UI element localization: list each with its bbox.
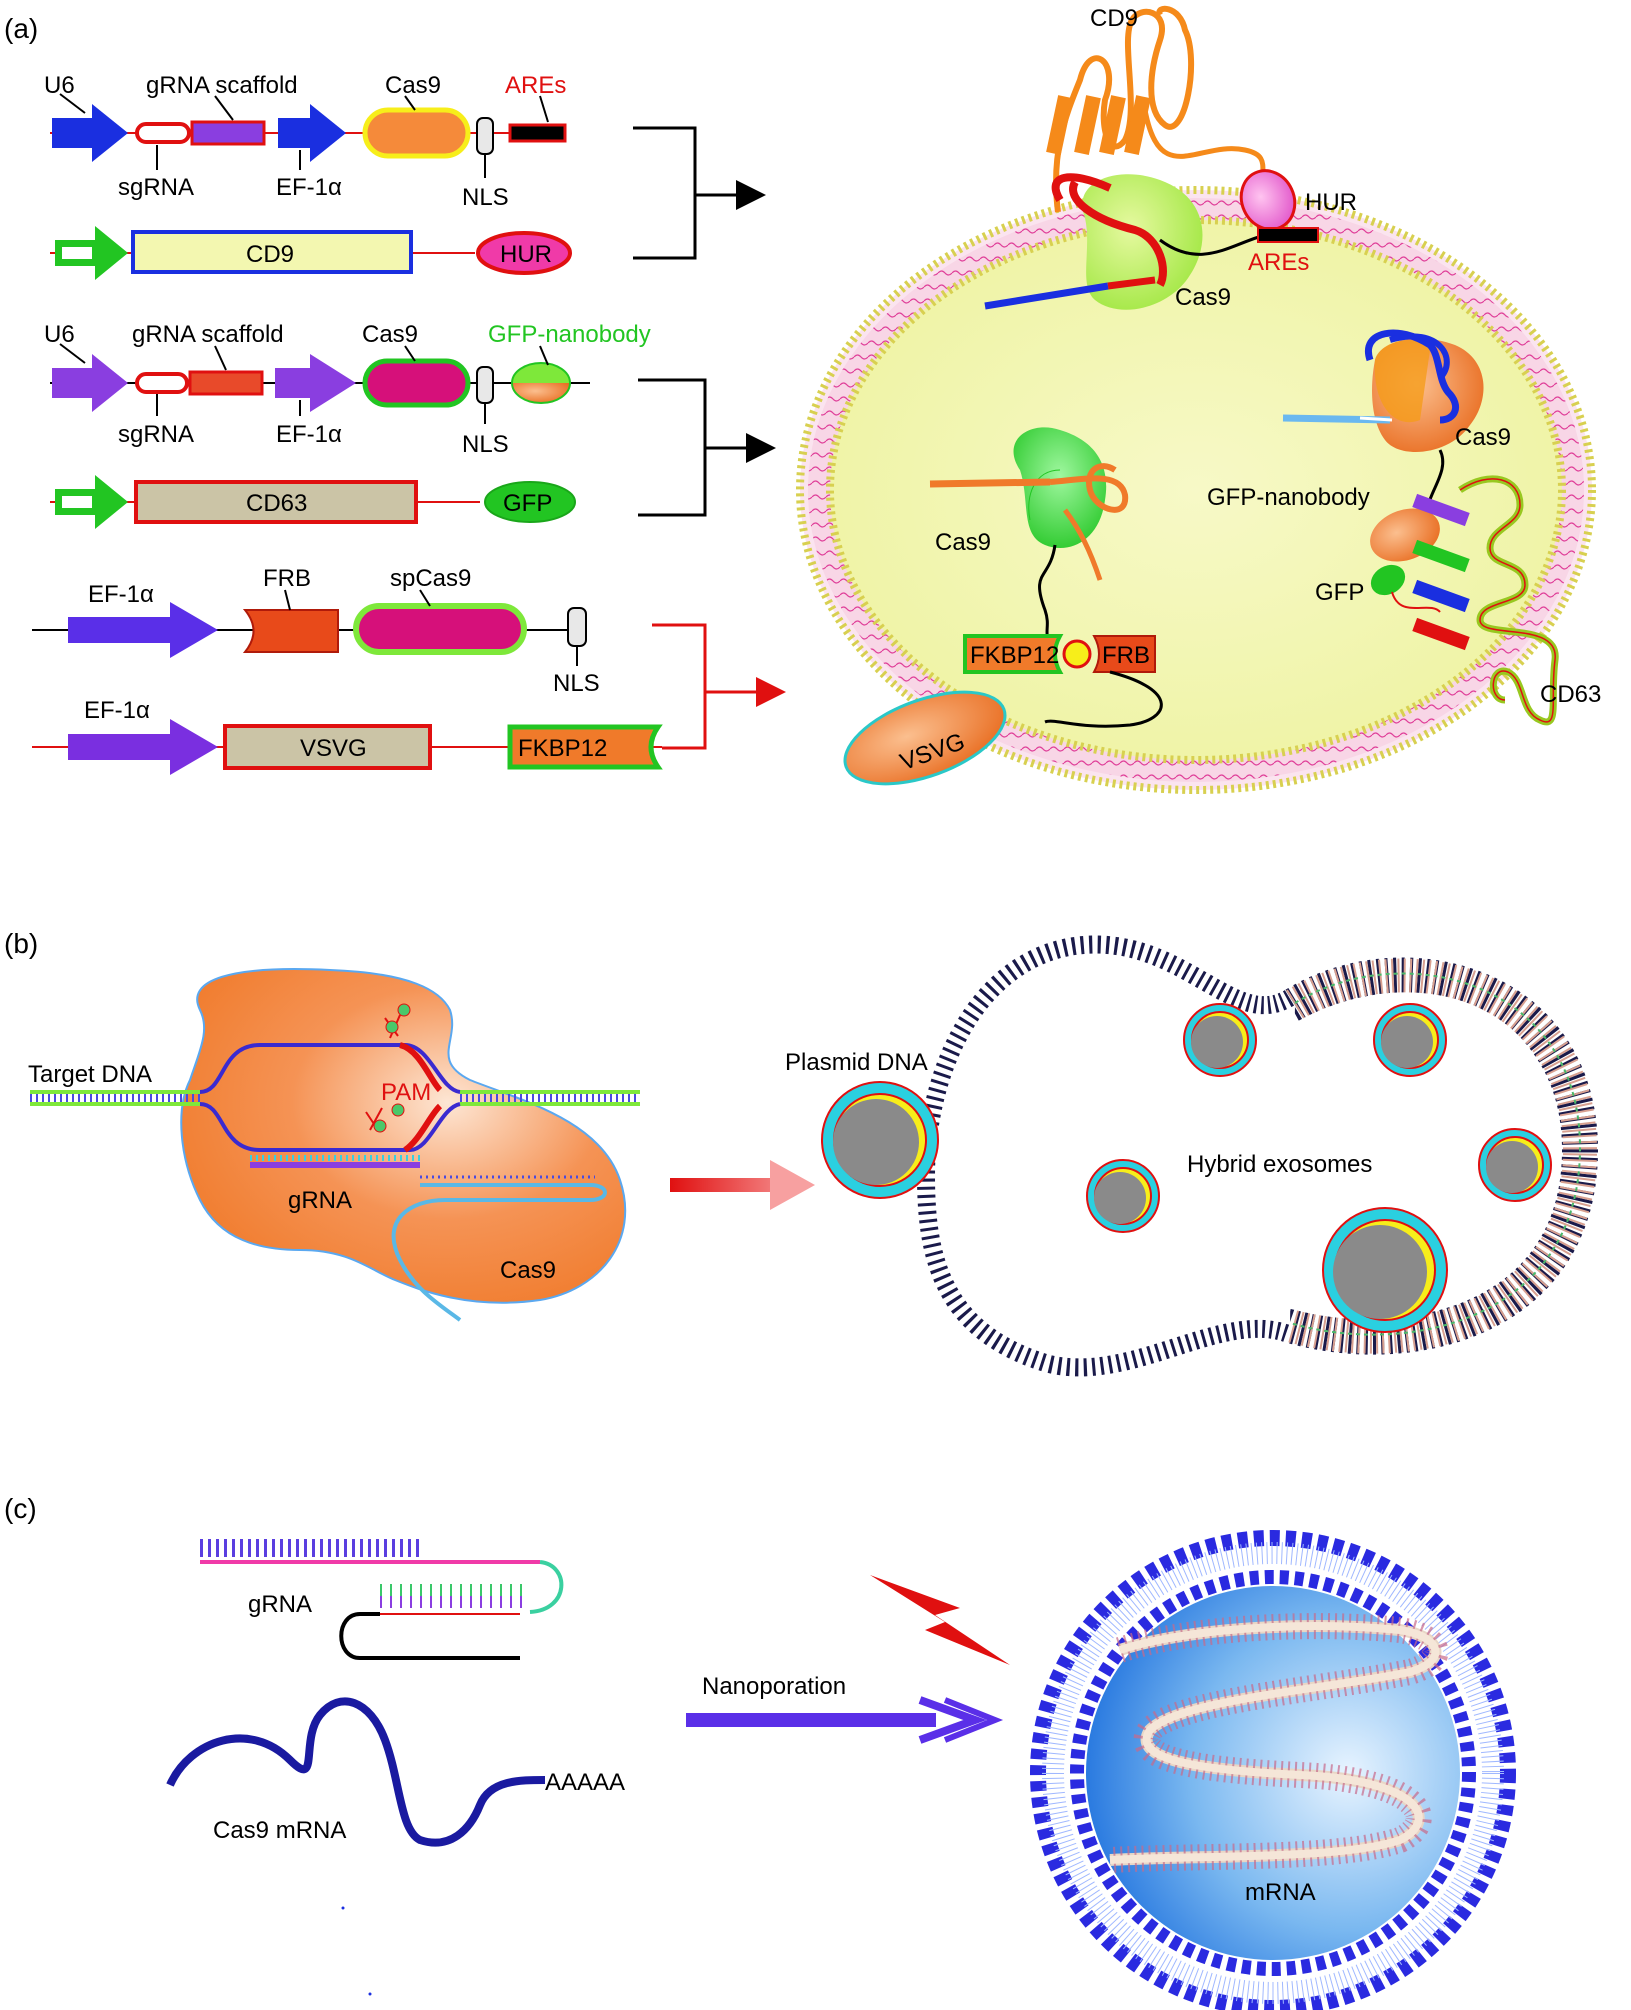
- label-grna-scaffold-2: gRNA scaffold: [132, 321, 284, 348]
- label-ef1a-3: EF-1α: [88, 581, 154, 608]
- bracket-1: [633, 126, 697, 260]
- nls-box-3: [567, 607, 587, 647]
- bracket-2: [638, 378, 707, 517]
- label-spcas9: spCas9: [390, 565, 471, 592]
- ef1a-promoter-arrow-3: [68, 602, 218, 658]
- label-fkbp12: FKBP12: [518, 735, 607, 762]
- label-ef1a-4: EF-1α: [84, 697, 150, 724]
- nanoporation-arrow: Nanoporation: [686, 1575, 1010, 1744]
- label-u6-2: U6: [44, 321, 75, 348]
- u6-promoter-arrow-2: [52, 354, 128, 412]
- gfp-nanobody-ellipse: [511, 362, 571, 404]
- hybrid-exosome: Hybrid exosomes: [916, 935, 1599, 1377]
- cas9-box: [362, 107, 471, 159]
- cell-label-gfp: GFP: [1315, 579, 1364, 606]
- grna-scaffold-box: [190, 120, 266, 146]
- transition-arrow-b: [670, 1160, 815, 1210]
- cd9-transmembrane: CD9: [1046, 5, 1271, 213]
- frb-box: [242, 609, 339, 653]
- label-ef1a: EF-1α: [276, 174, 342, 201]
- construct-row-2: CD9 HUR: [50, 226, 572, 280]
- cas9-fkbp-frb-complex: Cas9 FKBP12 FRB VSVG: [843, 427, 1163, 786]
- label-frb: FRB: [263, 565, 311, 592]
- spcas9-box: [353, 603, 527, 655]
- plasmid-dna-vesicle: Plasmid DNA: [785, 1049, 939, 1199]
- label-hur: HUR: [500, 241, 552, 268]
- cd63-box: [134, 480, 418, 524]
- label-nls: NLS: [462, 184, 509, 211]
- label-nls-2: NLS: [462, 431, 509, 458]
- label-cas9-b: Cas9: [500, 1257, 556, 1284]
- construct-row-6: VSVG FKBP12 EF-1α: [32, 697, 663, 775]
- fkbp12-box: [507, 724, 663, 770]
- grna-structure-c: gRNA: [200, 1539, 564, 1660]
- label-cd63: CD63: [246, 490, 307, 517]
- label-plasmid-dna: Plasmid DNA: [785, 1049, 928, 1076]
- label-sgrna: sgRNA: [118, 174, 194, 201]
- ef1a-promoter-arrow-2: [275, 354, 356, 412]
- construct-row-1: U6 gRNA scaffold Cas9 AREs sgRNA EF-1α N…: [44, 72, 567, 211]
- nls-box: [476, 117, 494, 155]
- gfp-ellipse: [484, 481, 576, 523]
- label-cd9: CD9: [246, 241, 294, 268]
- cas9-hur-complex: HUR AREs Cas9: [984, 169, 1357, 311]
- label-polya: AAAAA: [545, 1769, 625, 1796]
- cell-label-cas9-left: Cas9: [935, 529, 991, 556]
- stray-dot-2: [368, 1992, 372, 1996]
- label-mrna: mRNA: [1245, 1879, 1316, 1906]
- cell-label-cas9-top: Cas9: [1175, 284, 1231, 311]
- label-grna-b: gRNA: [288, 1187, 352, 1214]
- sgrna-box-2: [135, 372, 189, 394]
- nls-box-2: [476, 366, 494, 404]
- cell-label-cas9-right: Cas9: [1455, 424, 1511, 451]
- label-pam: PAM: [381, 1079, 431, 1106]
- label-target-dna: Target DNA: [28, 1061, 152, 1088]
- panel-b-label: (b): [4, 928, 38, 959]
- vsvg-box: [223, 724, 432, 770]
- label-u6: U6: [44, 72, 75, 99]
- cas9-mrna-strand: Cas9 mRNA AAAAA: [166, 1697, 625, 1847]
- label-cas9-2: Cas9: [362, 321, 418, 348]
- cd63-transmembrane: CD63: [1412, 475, 1601, 726]
- hur-ellipse: [476, 231, 572, 275]
- label-hybrid-exosomes: Hybrid exosomes: [1187, 1151, 1372, 1178]
- cell-label-ares: AREs: [1248, 249, 1309, 276]
- label-nls-3: NLS: [553, 670, 600, 697]
- panel-c-label: (c): [4, 1493, 37, 1524]
- cell-label-cd9: CD9: [1090, 5, 1138, 32]
- construct-row-4: CD63 GFP: [50, 475, 576, 529]
- cd9-box: [131, 230, 413, 274]
- ares-box: [508, 123, 567, 143]
- panel-a-label: (a): [4, 13, 38, 44]
- label-ares: AREs: [505, 72, 566, 99]
- label-gfp-nanobody: GFP-nanobody: [488, 321, 651, 348]
- grna-scaffold-box-2: [188, 370, 264, 396]
- label-grna-scaffold: gRNA scaffold: [146, 72, 298, 99]
- cell-label-hur: HUR: [1305, 189, 1357, 216]
- label-cas9-mrna: Cas9 mRNA: [213, 1817, 346, 1844]
- stray-dot-1: [341, 1906, 345, 1910]
- cas9-target-complex: Target DNA PAM gRNA Cas9: [28, 968, 640, 1322]
- label-nanoporation: Nanoporation: [702, 1673, 846, 1700]
- label-sgrna-2: sgRNA: [118, 421, 194, 448]
- sgrna-box: [135, 122, 191, 144]
- cell-label-frb: FRB: [1102, 642, 1150, 669]
- u6-promoter-arrow: [52, 104, 128, 162]
- bracket-3: [652, 623, 707, 750]
- label-vsvg: VSVG: [300, 735, 367, 762]
- mrna-exosome: mRNA: [1030, 1530, 1516, 2010]
- label-gfp: GFP: [503, 490, 552, 517]
- ef1a-promoter-arrow: [278, 104, 346, 162]
- label-grna-c: gRNA: [248, 1591, 312, 1618]
- cell-label-fkbp12: FKBP12: [970, 642, 1059, 669]
- cell-label-cd63: CD63: [1540, 681, 1601, 708]
- construct-row-5: EF-1α FRB spCas9 NLS: [32, 565, 600, 697]
- cas9-box-2: [362, 358, 471, 408]
- cell-label-nanobody: GFP-nanobody: [1207, 484, 1370, 511]
- label-ef1a-2: EF-1α: [276, 421, 342, 448]
- ef1a-promoter-arrow-4: [68, 719, 218, 775]
- construct-row-3: U6 gRNA scaffold Cas9 GFP-nanobody sgRNA…: [44, 321, 651, 458]
- label-cas9: Cas9: [385, 72, 441, 99]
